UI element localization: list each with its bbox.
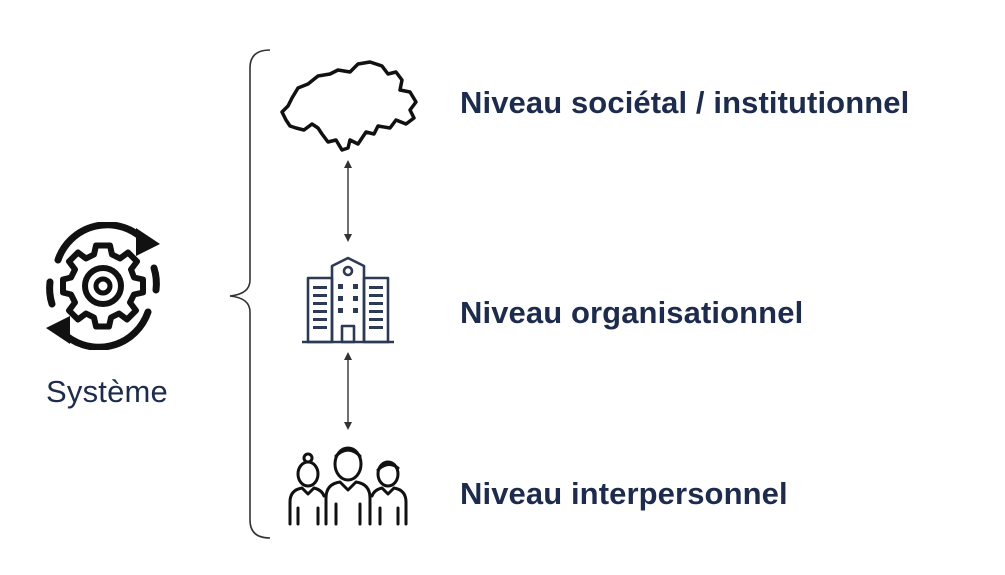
- system-label: Système: [46, 374, 168, 409]
- people-group-icon: [284, 444, 412, 526]
- building-icon: [300, 254, 396, 346]
- double-arrow-top: [340, 160, 356, 242]
- switzerland-map-icon: [278, 58, 420, 153]
- level-label-societal: Niveau sociétal / institutionnel: [460, 85, 910, 120]
- level-label-interpersonal: Niveau interpersonnel: [460, 476, 788, 511]
- double-arrow-bottom: [340, 352, 356, 430]
- gear-cycle-icon: [36, 221, 170, 351]
- level-label-organisational: Niveau organisationnel: [460, 295, 804, 330]
- curly-bracket: [222, 48, 272, 540]
